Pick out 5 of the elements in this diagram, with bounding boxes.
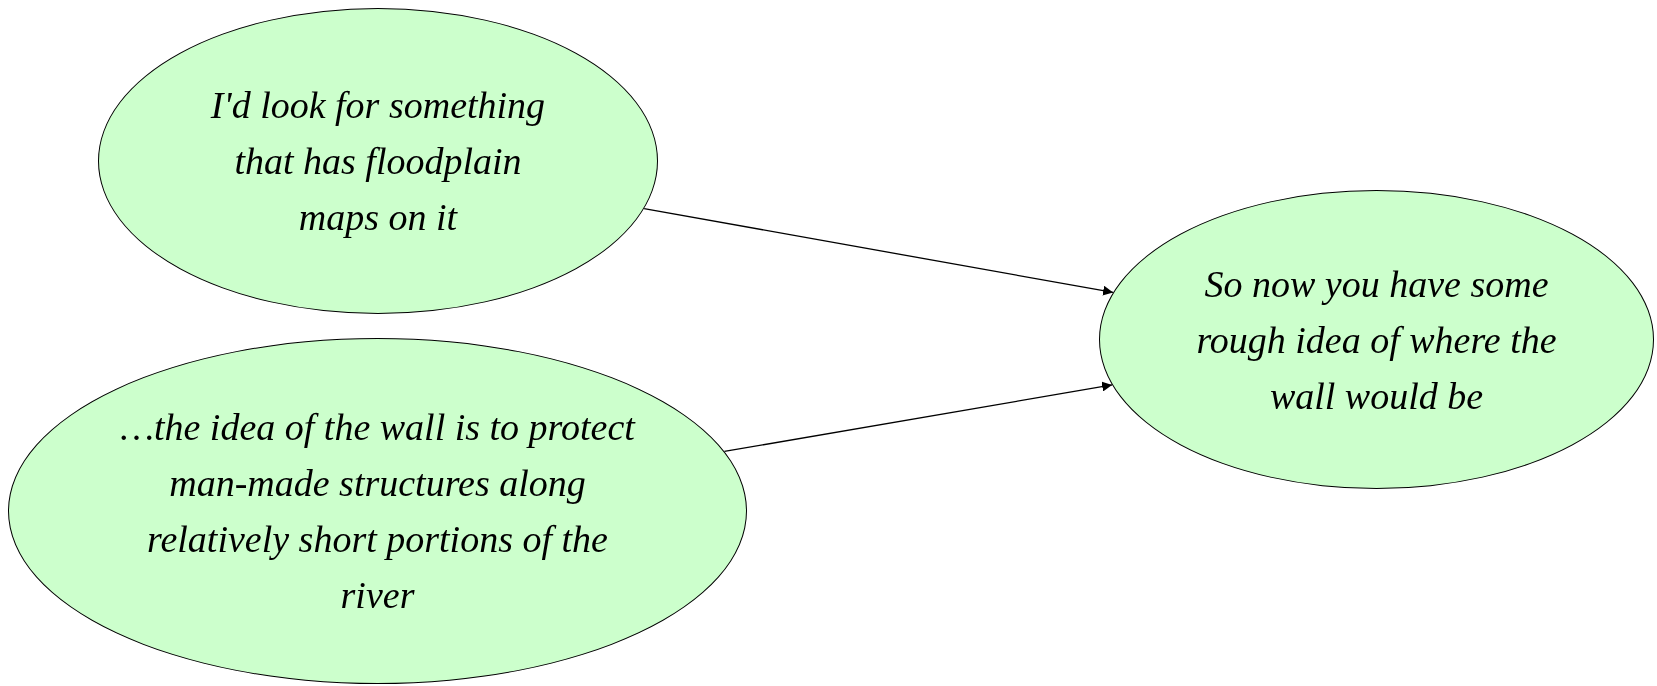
arrow [643,207,1114,296]
arrow [723,381,1113,453]
idea-text: …the idea of the wall is to protect man-made structures along relatively short portions of the river [119,405,637,618]
idea-text: So now you have some rough idea of where the wall would be [1195,261,1558,419]
idea-text: I'd look for something that has floodplain maps on it [209,83,547,240]
